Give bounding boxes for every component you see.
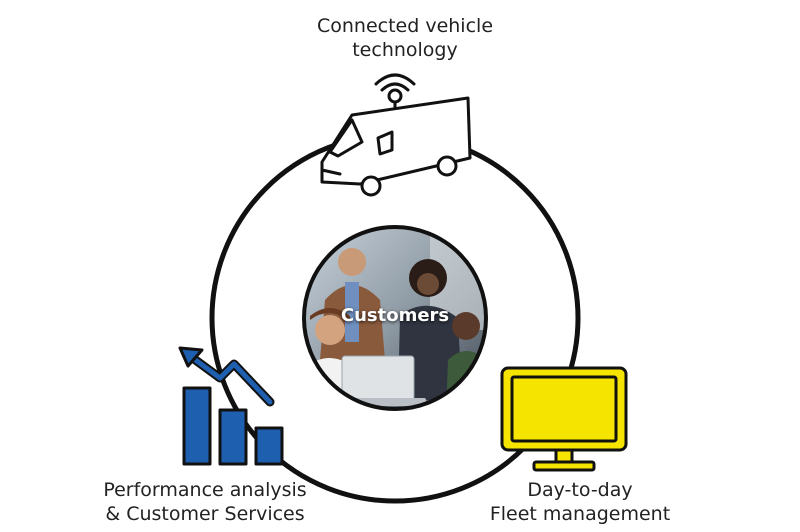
van-with-wifi-icon xyxy=(320,73,472,197)
customers-label: Customers xyxy=(340,305,450,326)
performance-analysis-label: Performance analysis & Customer Services xyxy=(80,478,330,526)
connected-vehicle-label: Connected vehicle technology xyxy=(300,14,510,62)
fleet-management-label: Day-to-day Fleet management xyxy=(480,478,680,526)
bar-chart-arrow-icon xyxy=(178,346,284,466)
connected-vehicle-label-line2: technology xyxy=(352,39,458,61)
performance-analysis-label-line1: Performance analysis xyxy=(103,479,307,501)
fleet-management-label-line2: Fleet management xyxy=(489,503,671,525)
fleet-management-label-line1: Day-to-day xyxy=(527,479,633,501)
connected-vehicle-label-line1: Connected vehicle xyxy=(316,15,494,37)
customers-photo-border xyxy=(302,225,488,411)
performance-analysis-label-line2: & Customer Services xyxy=(105,503,305,525)
monitor-icon xyxy=(500,366,628,472)
